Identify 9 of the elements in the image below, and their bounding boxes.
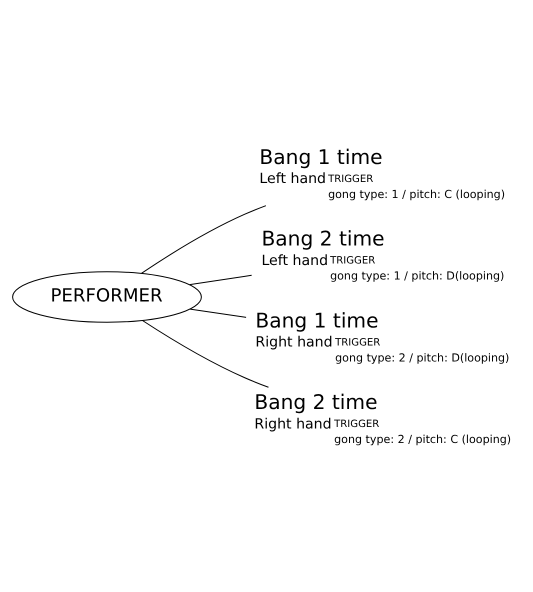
connector [142, 320, 269, 388]
node-text: Bang 1 time Right hand TRIGGER gong type: 2 / pitch: D(looping) [255, 308, 510, 364]
node-ellipse: PERFORMER [12, 270, 202, 322]
connector [190, 274, 252, 285]
connector [190, 308, 246, 318]
node-text: Bang 2 time Left hand TRIGGER gong type: 1 / pitch: D(looping) [261, 226, 504, 282]
node-text: Bang 2 time Right hand TRIGGER gong type: 2 / pitch: C (looping) [254, 390, 512, 446]
node-text: Bang 1 time Left hand TRIGGER gong type: 1 / pitch: C (looping) [259, 144, 506, 200]
connector [141, 204, 266, 274]
